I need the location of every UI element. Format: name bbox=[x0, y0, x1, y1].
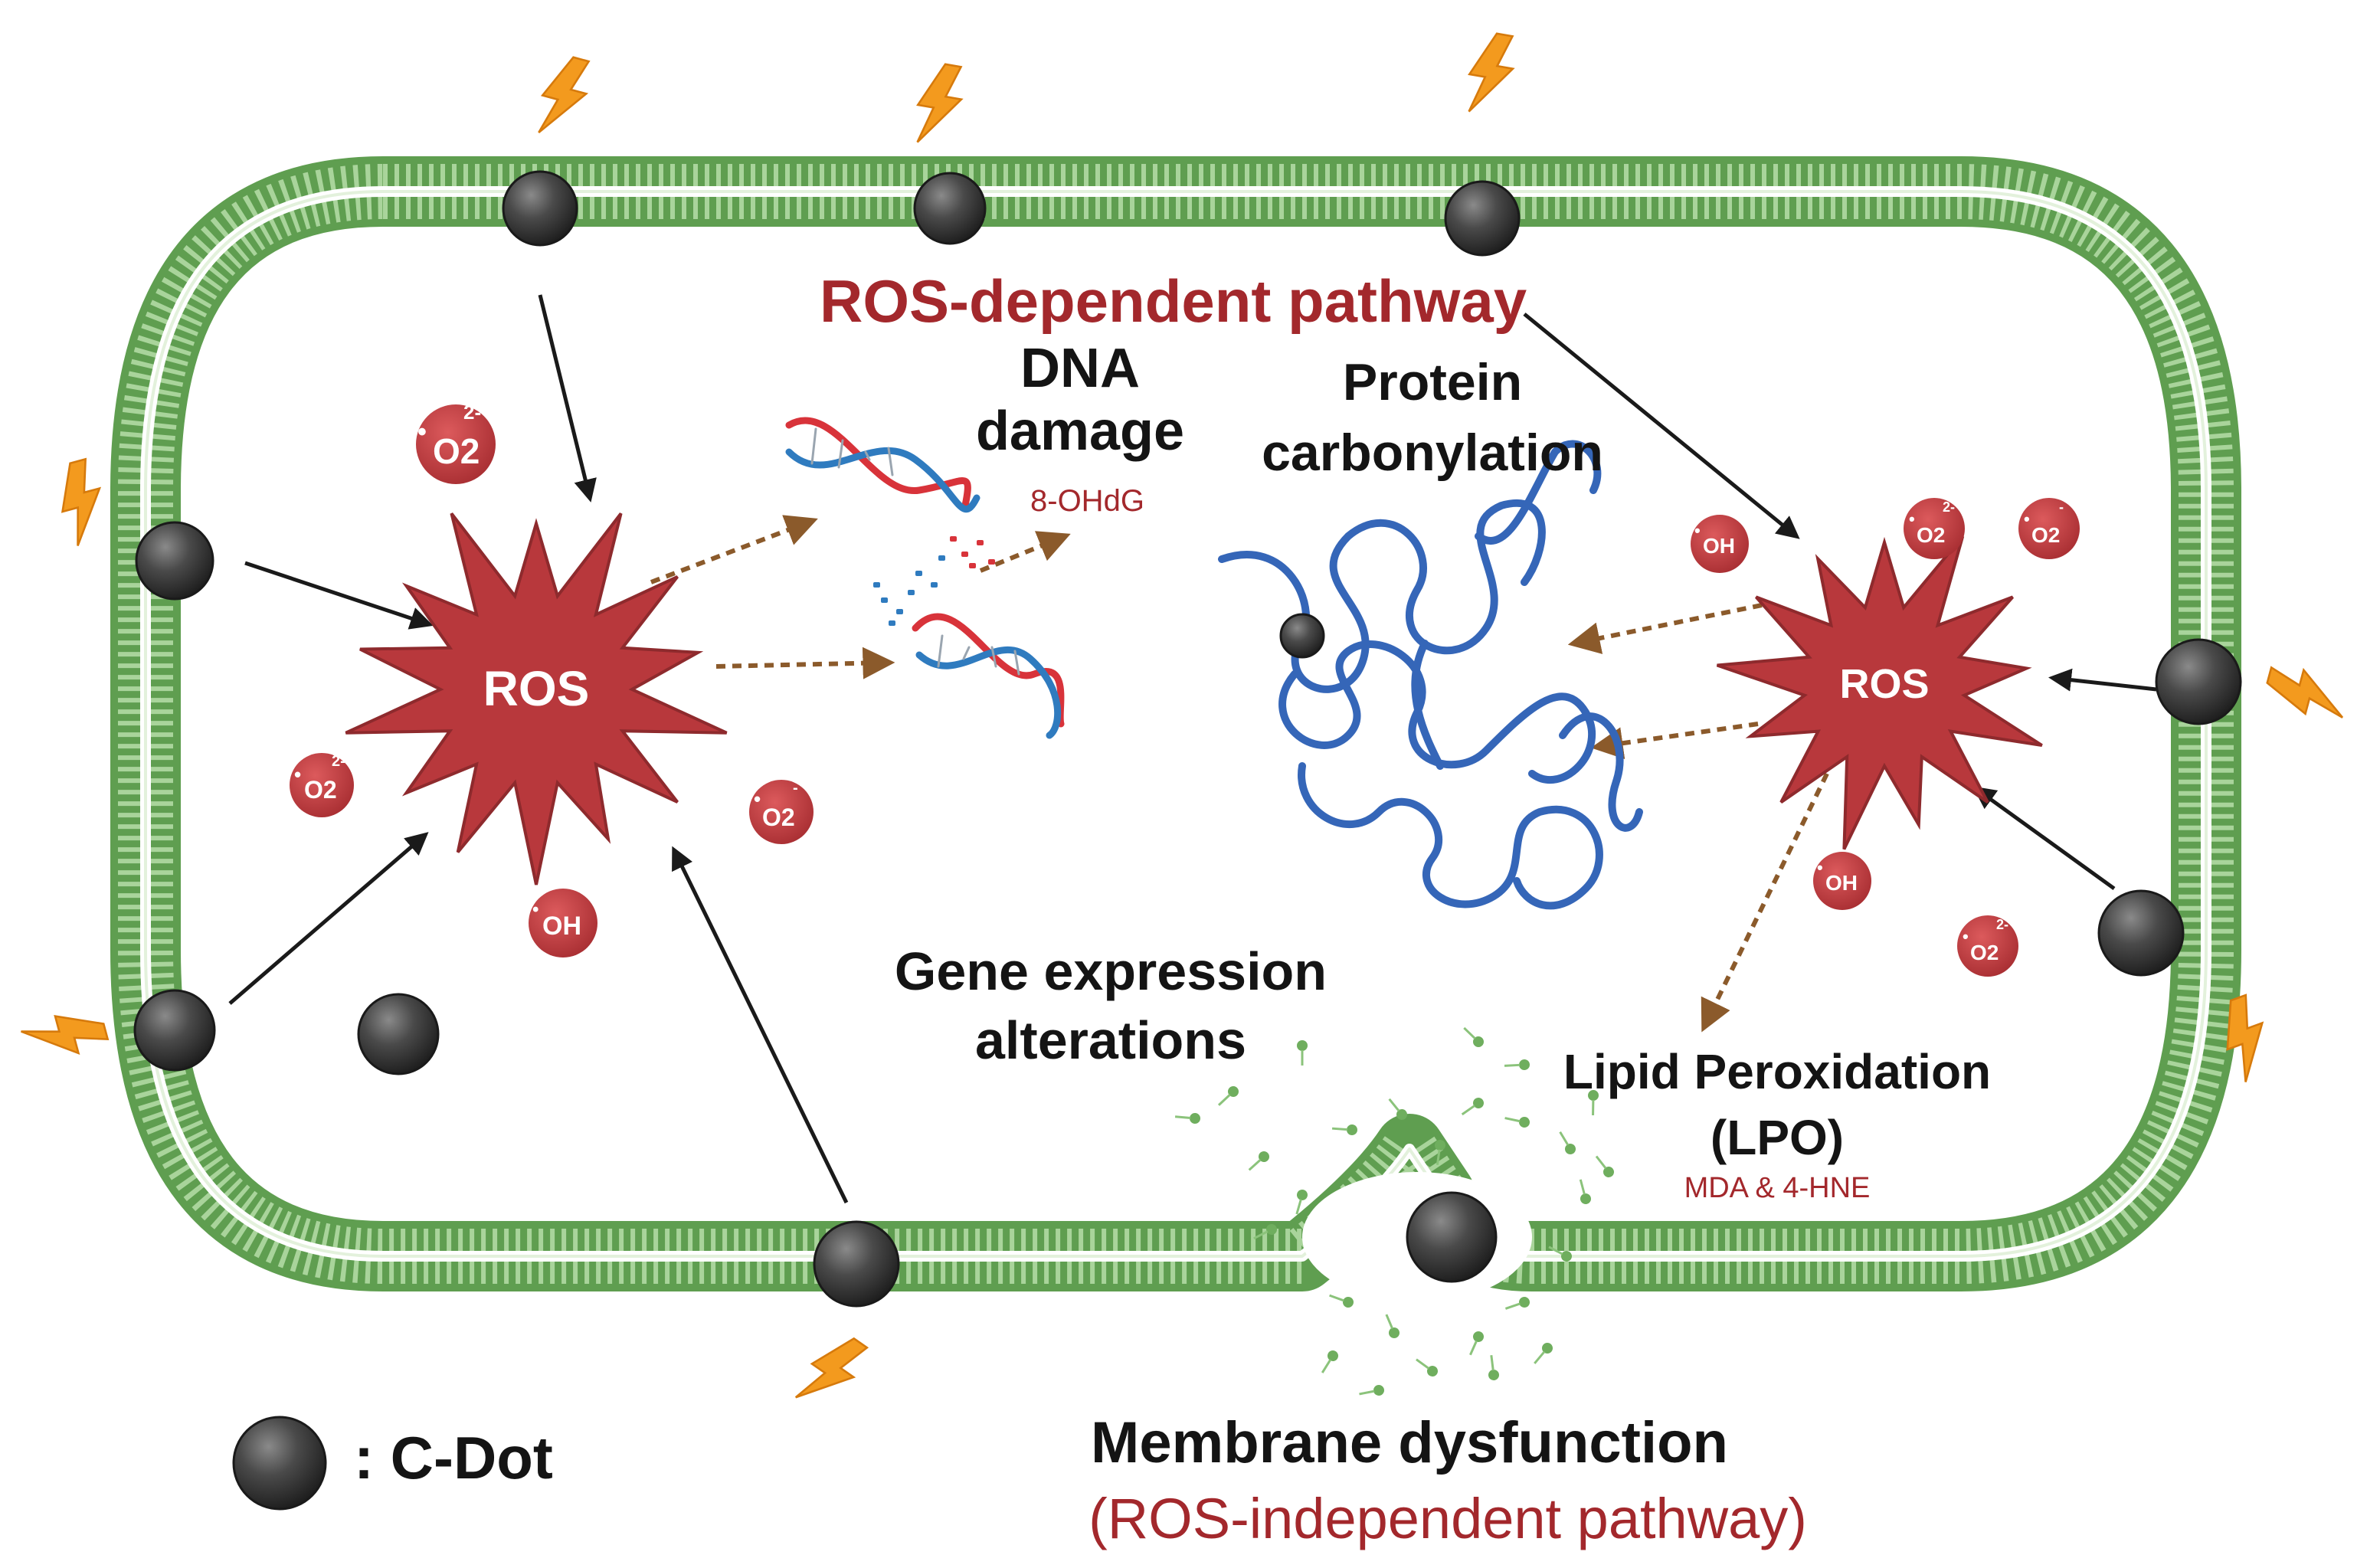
arrow-ros-to-protein-lower bbox=[1590, 722, 1759, 760]
cdot-icon bbox=[502, 170, 578, 247]
dna-helix-icon bbox=[785, 417, 1065, 739]
superoxide-radical: • O2 - bbox=[749, 780, 814, 844]
8-ohdg-label: 8-OHdG bbox=[1030, 484, 1144, 518]
ros-burst-right bbox=[1716, 535, 2043, 850]
superoxide-radical: • O2 - bbox=[2018, 498, 2080, 559]
svg-text:O2: O2 bbox=[1970, 941, 1999, 964]
legend-cdot-icon bbox=[232, 1416, 327, 1511]
lipid-fragments bbox=[1174, 1026, 1614, 1396]
carbonylation-label: carbonylation bbox=[1262, 424, 1603, 482]
radical-species: • O2 2- • O2 2- • O2 - • OH • OH • bbox=[290, 401, 2080, 977]
cdot-icon bbox=[357, 993, 440, 1075]
ros-left-label: ROS bbox=[483, 661, 590, 716]
cdot-icon bbox=[2097, 889, 2185, 977]
arrow-ros-to-dna-upper bbox=[650, 515, 818, 584]
cdot-to-ros-arrows bbox=[228, 294, 2157, 1204]
ros-burst-left bbox=[345, 512, 728, 885]
mda-4hne-label: MDA & 4-HNE bbox=[1684, 1172, 1871, 1204]
lightning-icon bbox=[916, 63, 964, 143]
gene-expression-label: Gene expression bbox=[894, 941, 1327, 1001]
svg-text:2-: 2- bbox=[1996, 917, 2008, 932]
arrow-left bbox=[244, 561, 434, 630]
legend-cdot-label: : C-Dot bbox=[354, 1424, 553, 1491]
svg-text:2-: 2- bbox=[1943, 499, 1955, 515]
arrow-bottom-left bbox=[228, 832, 429, 1005]
svg-text:-: - bbox=[793, 780, 798, 797]
lightning-icons bbox=[21, 32, 2344, 1399]
svg-text:•: • bbox=[754, 787, 761, 810]
protein-label: Protein bbox=[1342, 353, 1523, 411]
svg-text:•: • bbox=[1694, 521, 1701, 540]
svg-text:•: • bbox=[1817, 858, 1823, 877]
lipid-peroxidation-label: Lipid Peroxidation bbox=[1563, 1044, 1992, 1099]
svg-text:-: - bbox=[2059, 499, 2064, 515]
svg-text:OH: OH bbox=[1825, 871, 1858, 895]
lightning-icon bbox=[1468, 32, 1515, 113]
lightning-icon bbox=[538, 56, 591, 134]
cdot-icon bbox=[135, 521, 214, 601]
hydroxyl-radical: • OH bbox=[529, 889, 597, 957]
svg-text:OH: OH bbox=[1703, 534, 1735, 558]
superoxide-radical: • O2 2- bbox=[1957, 915, 2018, 977]
membrane-center-line bbox=[144, 190, 2208, 1258]
arrow-ros-to-protein-upper bbox=[1567, 603, 1763, 654]
lightning-icon bbox=[2226, 994, 2264, 1082]
c-dots bbox=[133, 170, 2242, 1511]
lightning-icon bbox=[794, 1337, 869, 1399]
arrow-dna-to-8ohdg bbox=[979, 531, 1071, 573]
cdot-icon bbox=[1279, 613, 1325, 659]
svg-text:•: • bbox=[1909, 509, 1915, 529]
svg-text:•: • bbox=[2024, 509, 2030, 529]
dna-damage-label: damage bbox=[975, 401, 1185, 462]
svg-text:2-: 2- bbox=[463, 401, 481, 424]
dna-label: DNA bbox=[1020, 338, 1140, 399]
cdot-icon bbox=[1444, 180, 1521, 257]
cdot-icon bbox=[913, 172, 987, 245]
cdot-icon bbox=[813, 1220, 900, 1308]
cdot-icon bbox=[2155, 638, 2242, 725]
lightning-icon bbox=[61, 457, 102, 546]
svg-text:•: • bbox=[532, 899, 539, 920]
cdot-icon bbox=[1406, 1191, 1498, 1283]
svg-text:•: • bbox=[417, 417, 427, 447]
hydroxyl-radical: • OH bbox=[1813, 852, 1871, 910]
arrow-bottom-right bbox=[1972, 786, 2116, 891]
svg-text:O2: O2 bbox=[433, 431, 480, 471]
svg-text:O2: O2 bbox=[304, 776, 337, 804]
ros-independent-pathway-label: (ROS-independent pathway) bbox=[1089, 1487, 1807, 1550]
superoxide-radical: • O2 2- bbox=[1904, 498, 1965, 559]
lightning-icon bbox=[21, 1014, 110, 1056]
arrow-ros-to-dna-lower bbox=[715, 647, 895, 679]
cdot-icon bbox=[133, 989, 216, 1072]
superoxide-radical: • O2 2- bbox=[290, 753, 354, 817]
protein-coil-icon bbox=[1218, 440, 1643, 910]
arrow-top-right bbox=[1523, 313, 1800, 539]
arrow-ros-to-lipid bbox=[1701, 772, 1829, 1033]
lightning-icon bbox=[2266, 666, 2344, 719]
superoxide-radical: • O2 2- bbox=[416, 401, 496, 484]
ros-dependent-pathway-label: ROS-dependent pathway bbox=[820, 267, 1527, 335]
hydroxyl-radical: • OH bbox=[1691, 515, 1749, 573]
arrow-bottom bbox=[672, 846, 849, 1204]
membrane-dysfunction-label: Membrane dysfunction bbox=[1091, 1410, 1728, 1475]
svg-text:•: • bbox=[1963, 927, 1969, 946]
alterations-label: alterations bbox=[975, 1010, 1246, 1070]
svg-text:2-: 2- bbox=[332, 753, 345, 770]
svg-text:O2: O2 bbox=[1917, 523, 1945, 547]
arrow-top-left bbox=[538, 294, 597, 502]
arrow-right bbox=[2048, 668, 2157, 692]
ros-right-label: ROS bbox=[1839, 661, 1930, 707]
damage-arrows bbox=[650, 515, 1829, 1033]
lpo-label: (LPO) bbox=[1710, 1110, 1845, 1165]
svg-text:O2: O2 bbox=[2031, 523, 2060, 547]
svg-text:•: • bbox=[294, 763, 301, 786]
svg-text:OH: OH bbox=[542, 912, 581, 941]
svg-text:O2: O2 bbox=[762, 804, 795, 831]
